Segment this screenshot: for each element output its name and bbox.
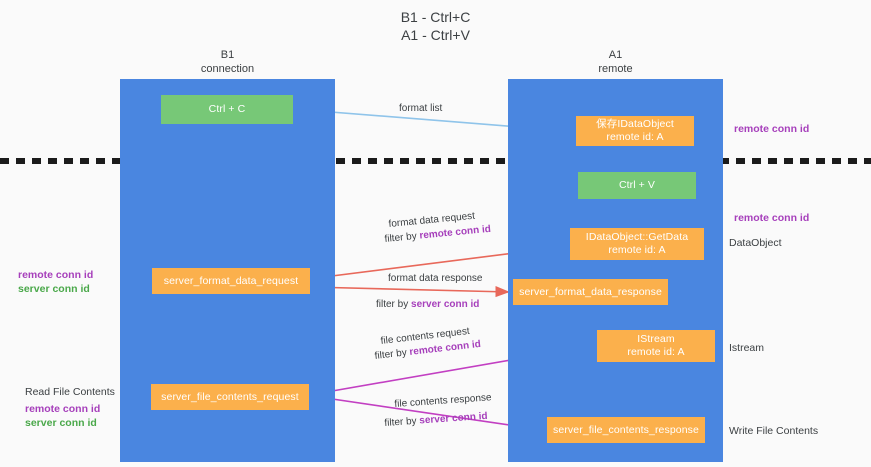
annotation-remote-conn-id-middle: remote conn id: [734, 212, 810, 224]
edge-label-format-list: format list: [399, 103, 443, 114]
annotation-remote-conn-id-1: remote conn id: [18, 269, 94, 281]
annotation-write-file-contents: Write File Contents: [729, 425, 819, 437]
annotation-remote-conn-id-top: remote conn id: [734, 123, 810, 135]
filter-by-text: filter by: [384, 415, 420, 429]
filter-by-text: filter by: [376, 299, 412, 310]
node-ctrl-v[interactable]: Ctrl + V: [578, 172, 696, 199]
annotation-istream: Istream: [729, 342, 765, 354]
edge-label-format-data-response-filter: filter by server conn id: [376, 298, 479, 312]
column-header-a1: A1 remote: [598, 49, 633, 75]
node-server-format-data-response[interactable]: server_format_data_response: [513, 279, 668, 305]
annotation-left-conn-ids-bottom: remote conn id server conn id: [25, 402, 100, 430]
server-conn-id-text: server conn id: [411, 299, 480, 310]
node-server-file-contents-response[interactable]: server_file_contents_response: [547, 417, 705, 443]
annotation-server-conn-id-2: server conn id: [25, 417, 97, 429]
arrow-format-data-response: [309, 286, 510, 298]
annotation-remote-conn-id-2: remote conn id: [25, 403, 101, 415]
node-server-file-contents-request[interactable]: server_file_contents_request: [151, 384, 309, 410]
filter-by-text: filter by: [384, 230, 421, 245]
server-conn-id-text: server conn id: [419, 410, 488, 427]
arrow-file-contents-response: [311, 395, 544, 434]
annotation-server-conn-id-1: server conn id: [18, 283, 90, 295]
filter-by-text: filter by: [374, 347, 411, 362]
node-idataobject-getdata[interactable]: IDataObject::GetData remote id: A: [570, 228, 704, 260]
column-header-b1: B1 connection: [200, 49, 255, 75]
page-title: B1 - Ctrl+C A1 - Ctrl+V: [400, 9, 471, 43]
node-istream[interactable]: IStream remote id: A: [597, 330, 715, 362]
edge-label-format-data-response: format data response: [388, 273, 483, 284]
annotation-left-conn-ids-top: remote conn id server conn id: [18, 268, 93, 296]
annotation-read-file-contents: Read File Contents: [25, 386, 115, 398]
node-server-format-data-request[interactable]: server_format_data_request: [152, 268, 310, 294]
annotation-dataobject: DataObject: [729, 237, 782, 249]
node-ctrl-c[interactable]: Ctrl + C: [161, 95, 293, 124]
node-dataobject[interactable]: 保存IDataObject remote id: A: [576, 116, 694, 146]
